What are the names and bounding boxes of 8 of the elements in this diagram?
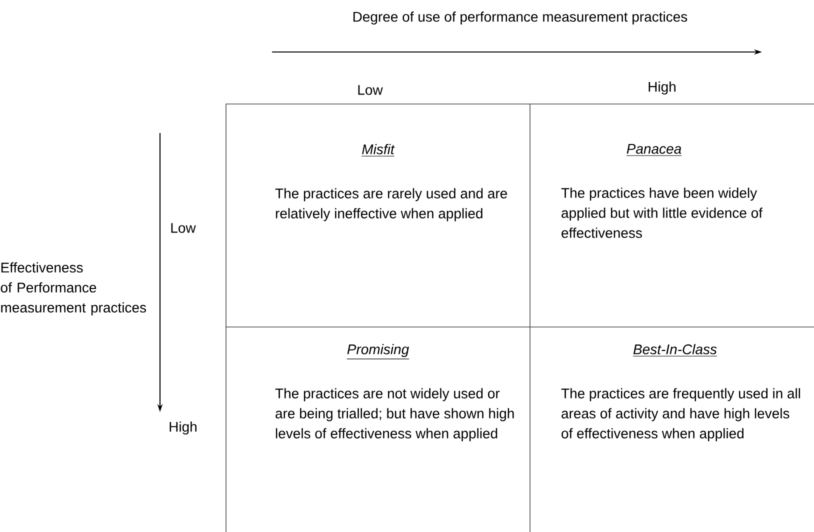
axis-level-label: Low <box>171 223 196 233</box>
quadrant-cell: Misfit The practices are rarely used and are relatively ineffective when applied <box>226 104 530 328</box>
quadrant-cell: Panacea The practices have been widely applied but with little evidence of effectiveness <box>530 104 814 328</box>
axis-title: Effectiveness of Performance measurement practices <box>0 262 146 316</box>
quadrant-cell: Promising The practices are not widely used or are being trialled; but have shown high levels of effectiveness when applied <box>226 326 530 532</box>
quadrant-cell: Best-In-Class The practices are frequently used in all areas of activity and have high levels of effectiveness when applied <box>530 326 814 532</box>
axis-title: Degree of use of performance measurement practices <box>353 11 688 25</box>
axis-level-label: High <box>170 421 196 435</box>
